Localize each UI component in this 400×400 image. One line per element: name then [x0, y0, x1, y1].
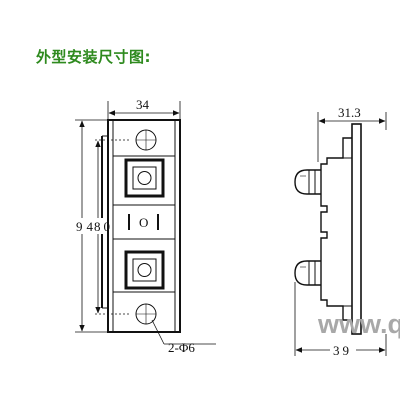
housing-profile — [320, 137, 352, 321]
upper-terminal-inner — [132, 166, 157, 190]
drawing-title: 外型安装尺寸图: — [36, 48, 151, 66]
lower-screw-head — [294, 260, 321, 286]
upper-terminal-outer — [124, 158, 165, 198]
lower-terminal-outer — [124, 250, 165, 290]
width-dimension — [107, 101, 181, 119]
hole-callout-label: 2-Φ6 — [168, 340, 195, 355]
dim-depth-bottom-label: 39 — [333, 343, 352, 358]
lower-terminal-inner — [132, 258, 157, 282]
base-plate — [351, 123, 362, 335]
dim-hole-pitch-label: 80 — [94, 219, 113, 234]
hole-callout-leader — [151, 319, 216, 345]
side-view — [294, 123, 362, 335]
dim-width-label: 34 — [136, 97, 150, 112]
dim-depth-top-label: 31.3 — [338, 105, 361, 120]
dim-overall-height-label: 94 — [76, 219, 97, 234]
control-pin-marker: O — [139, 215, 148, 230]
upper-screw-head — [294, 169, 321, 195]
upper-terminal-screw — [137, 171, 152, 185]
front-view: O — [101, 119, 181, 333]
depth-top-dimension — [317, 112, 387, 162]
module-body-outline — [107, 119, 181, 333]
lower-terminal-screw — [137, 263, 152, 277]
watermark-text: www.qc — [317, 309, 400, 339]
